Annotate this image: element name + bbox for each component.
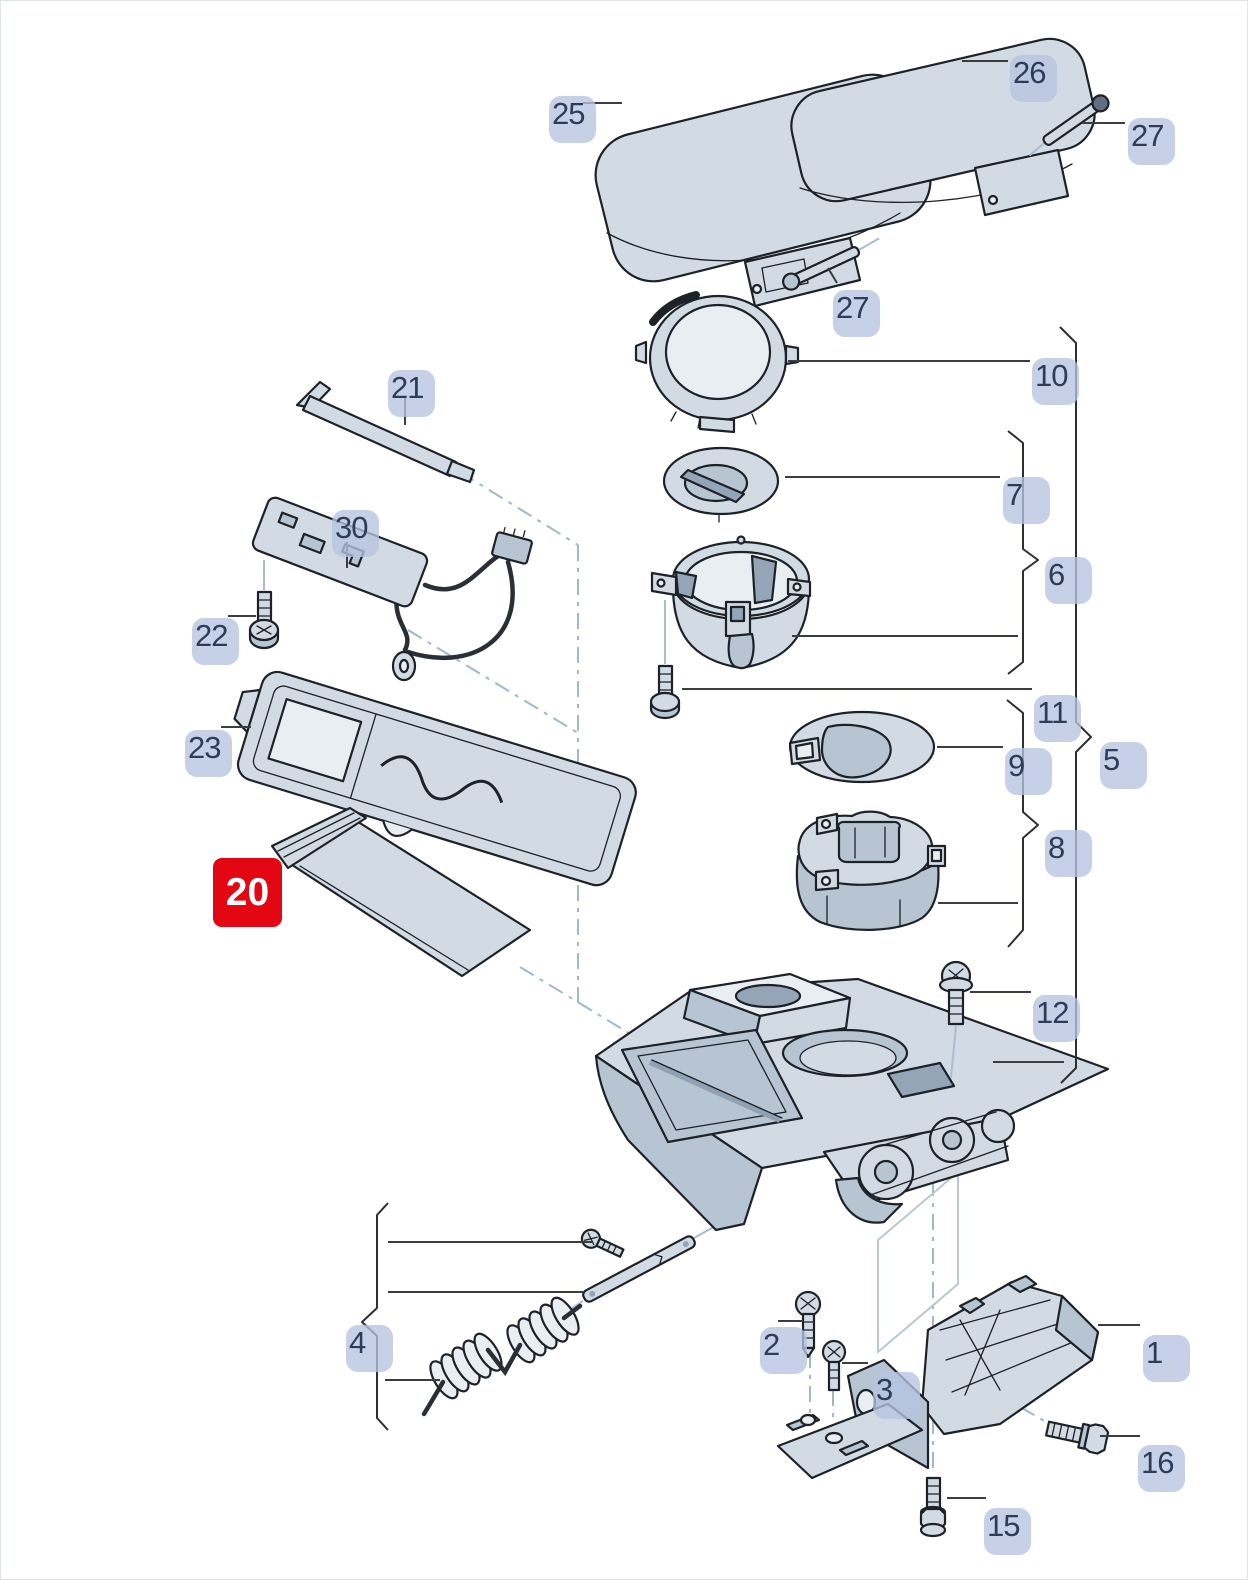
part-label-3[interactable]: 3 bbox=[873, 1372, 920, 1419]
part-label-27[interactable]: 27 bbox=[833, 290, 880, 337]
part-group-4-spring[interactable] bbox=[421, 1294, 584, 1417]
part-screw-12[interactable] bbox=[938, 960, 974, 1079]
part-group-4-screw[interactable] bbox=[579, 1227, 626, 1261]
part-label-5[interactable]: 5 bbox=[1100, 742, 1147, 789]
part-label-text: 22 bbox=[195, 618, 228, 653]
part-stowage-tray-23[interactable] bbox=[216, 663, 640, 899]
part-label-text: 27 bbox=[836, 290, 869, 325]
part-label-27[interactable]: 27 bbox=[1128, 118, 1175, 165]
part-screw-3[interactable] bbox=[821, 1339, 847, 1392]
part-label-text: 1 bbox=[1146, 1335, 1163, 1370]
part-label-text: 16 bbox=[1141, 1445, 1174, 1480]
part-label-16[interactable]: 16 bbox=[1138, 1445, 1185, 1492]
part-label-12[interactable]: 12 bbox=[1033, 995, 1080, 1042]
part-label-4[interactable]: 4 bbox=[346, 1325, 393, 1372]
part-label-text: 9 bbox=[1008, 748, 1025, 783]
part-label-text: 7 bbox=[1006, 477, 1023, 512]
part-ashtray-insert-8[interactable] bbox=[795, 810, 947, 931]
part-label-1[interactable]: 1 bbox=[1143, 1335, 1190, 1382]
part-console-body[interactable] bbox=[594, 972, 1110, 1232]
part-rubber-mat-20[interactable] bbox=[270, 806, 532, 978]
brace-group-4 bbox=[361, 1202, 389, 1431]
brace-group-8 bbox=[1006, 699, 1039, 948]
part-mounting-bracket-1[interactable] bbox=[776, 1274, 1100, 1480]
part-label-2[interactable]: 2 bbox=[760, 1327, 807, 1374]
part-label-text: 20 bbox=[225, 871, 270, 914]
part-label-text: 26 bbox=[1013, 55, 1046, 90]
part-label-23[interactable]: 23 bbox=[185, 730, 232, 777]
part-label-text: 3 bbox=[876, 1372, 893, 1407]
part-angle-bracket-21[interactable] bbox=[295, 380, 476, 484]
part-hinge-pin-27-upper[interactable] bbox=[1024, 92, 1112, 160]
brace-group-5 bbox=[1059, 326, 1092, 1084]
part-label-25[interactable]: 25 bbox=[549, 96, 596, 143]
part-label-text: 10 bbox=[1035, 358, 1068, 393]
part-cupholder-housing-6[interactable] bbox=[650, 535, 812, 670]
part-label-21[interactable]: 21 bbox=[388, 370, 435, 417]
part-label-22[interactable]: 22 bbox=[192, 618, 239, 665]
part-screw-2[interactable] bbox=[794, 1290, 822, 1359]
part-label-text: 23 bbox=[188, 730, 221, 765]
part-label-7[interactable]: 7 bbox=[1003, 477, 1050, 524]
part-bolt-15[interactable] bbox=[919, 1476, 947, 1538]
part-label-text: 15 bbox=[987, 1508, 1020, 1543]
part-label-8[interactable]: 8 bbox=[1045, 830, 1092, 877]
part-label-text: 27 bbox=[1131, 118, 1164, 153]
part-label-text: 6 bbox=[1048, 557, 1065, 592]
part-label-text: 5 bbox=[1103, 742, 1120, 777]
part-screw-22[interactable] bbox=[248, 560, 280, 650]
part-cupholder-lid-10[interactable] bbox=[634, 291, 800, 434]
part-label-20-highlighted[interactable]: 20 bbox=[213, 858, 282, 927]
part-label-text: 21 bbox=[391, 370, 424, 405]
part-label-6[interactable]: 6 bbox=[1045, 557, 1092, 604]
leader-lines bbox=[221, 60, 1140, 1499]
part-label-text: 8 bbox=[1048, 830, 1065, 865]
part-label-11[interactable]: 11 bbox=[1034, 695, 1081, 742]
part-label-text: 2 bbox=[763, 1327, 780, 1362]
brace-group-6 bbox=[1007, 430, 1039, 675]
part-hinge-pin-27-lower[interactable] bbox=[780, 233, 883, 292]
part-label-text: 11 bbox=[1037, 695, 1068, 730]
part-latch-cable-30[interactable] bbox=[251, 495, 535, 682]
part-screw-11[interactable] bbox=[649, 600, 681, 720]
part-label-9[interactable]: 9 bbox=[1005, 748, 1052, 795]
part-bolt-16[interactable] bbox=[1045, 1415, 1110, 1455]
part-label-15[interactable]: 15 bbox=[984, 1508, 1031, 1555]
part-ashtray-lid-9[interactable] bbox=[788, 710, 936, 784]
part-label-text: 30 bbox=[335, 510, 368, 545]
part-group-4-rod[interactable] bbox=[581, 1235, 696, 1304]
grouping-braces bbox=[361, 326, 1092, 1431]
part-label-30[interactable]: 30 bbox=[332, 510, 379, 557]
part-insert-disc-7[interactable] bbox=[662, 446, 780, 523]
part-label-text: 4 bbox=[349, 1325, 366, 1360]
part-label-10[interactable]: 10 bbox=[1032, 358, 1079, 405]
part-label-26[interactable]: 26 bbox=[1010, 55, 1057, 102]
part-label-text: 12 bbox=[1036, 995, 1069, 1030]
part-label-text: 25 bbox=[552, 96, 585, 131]
